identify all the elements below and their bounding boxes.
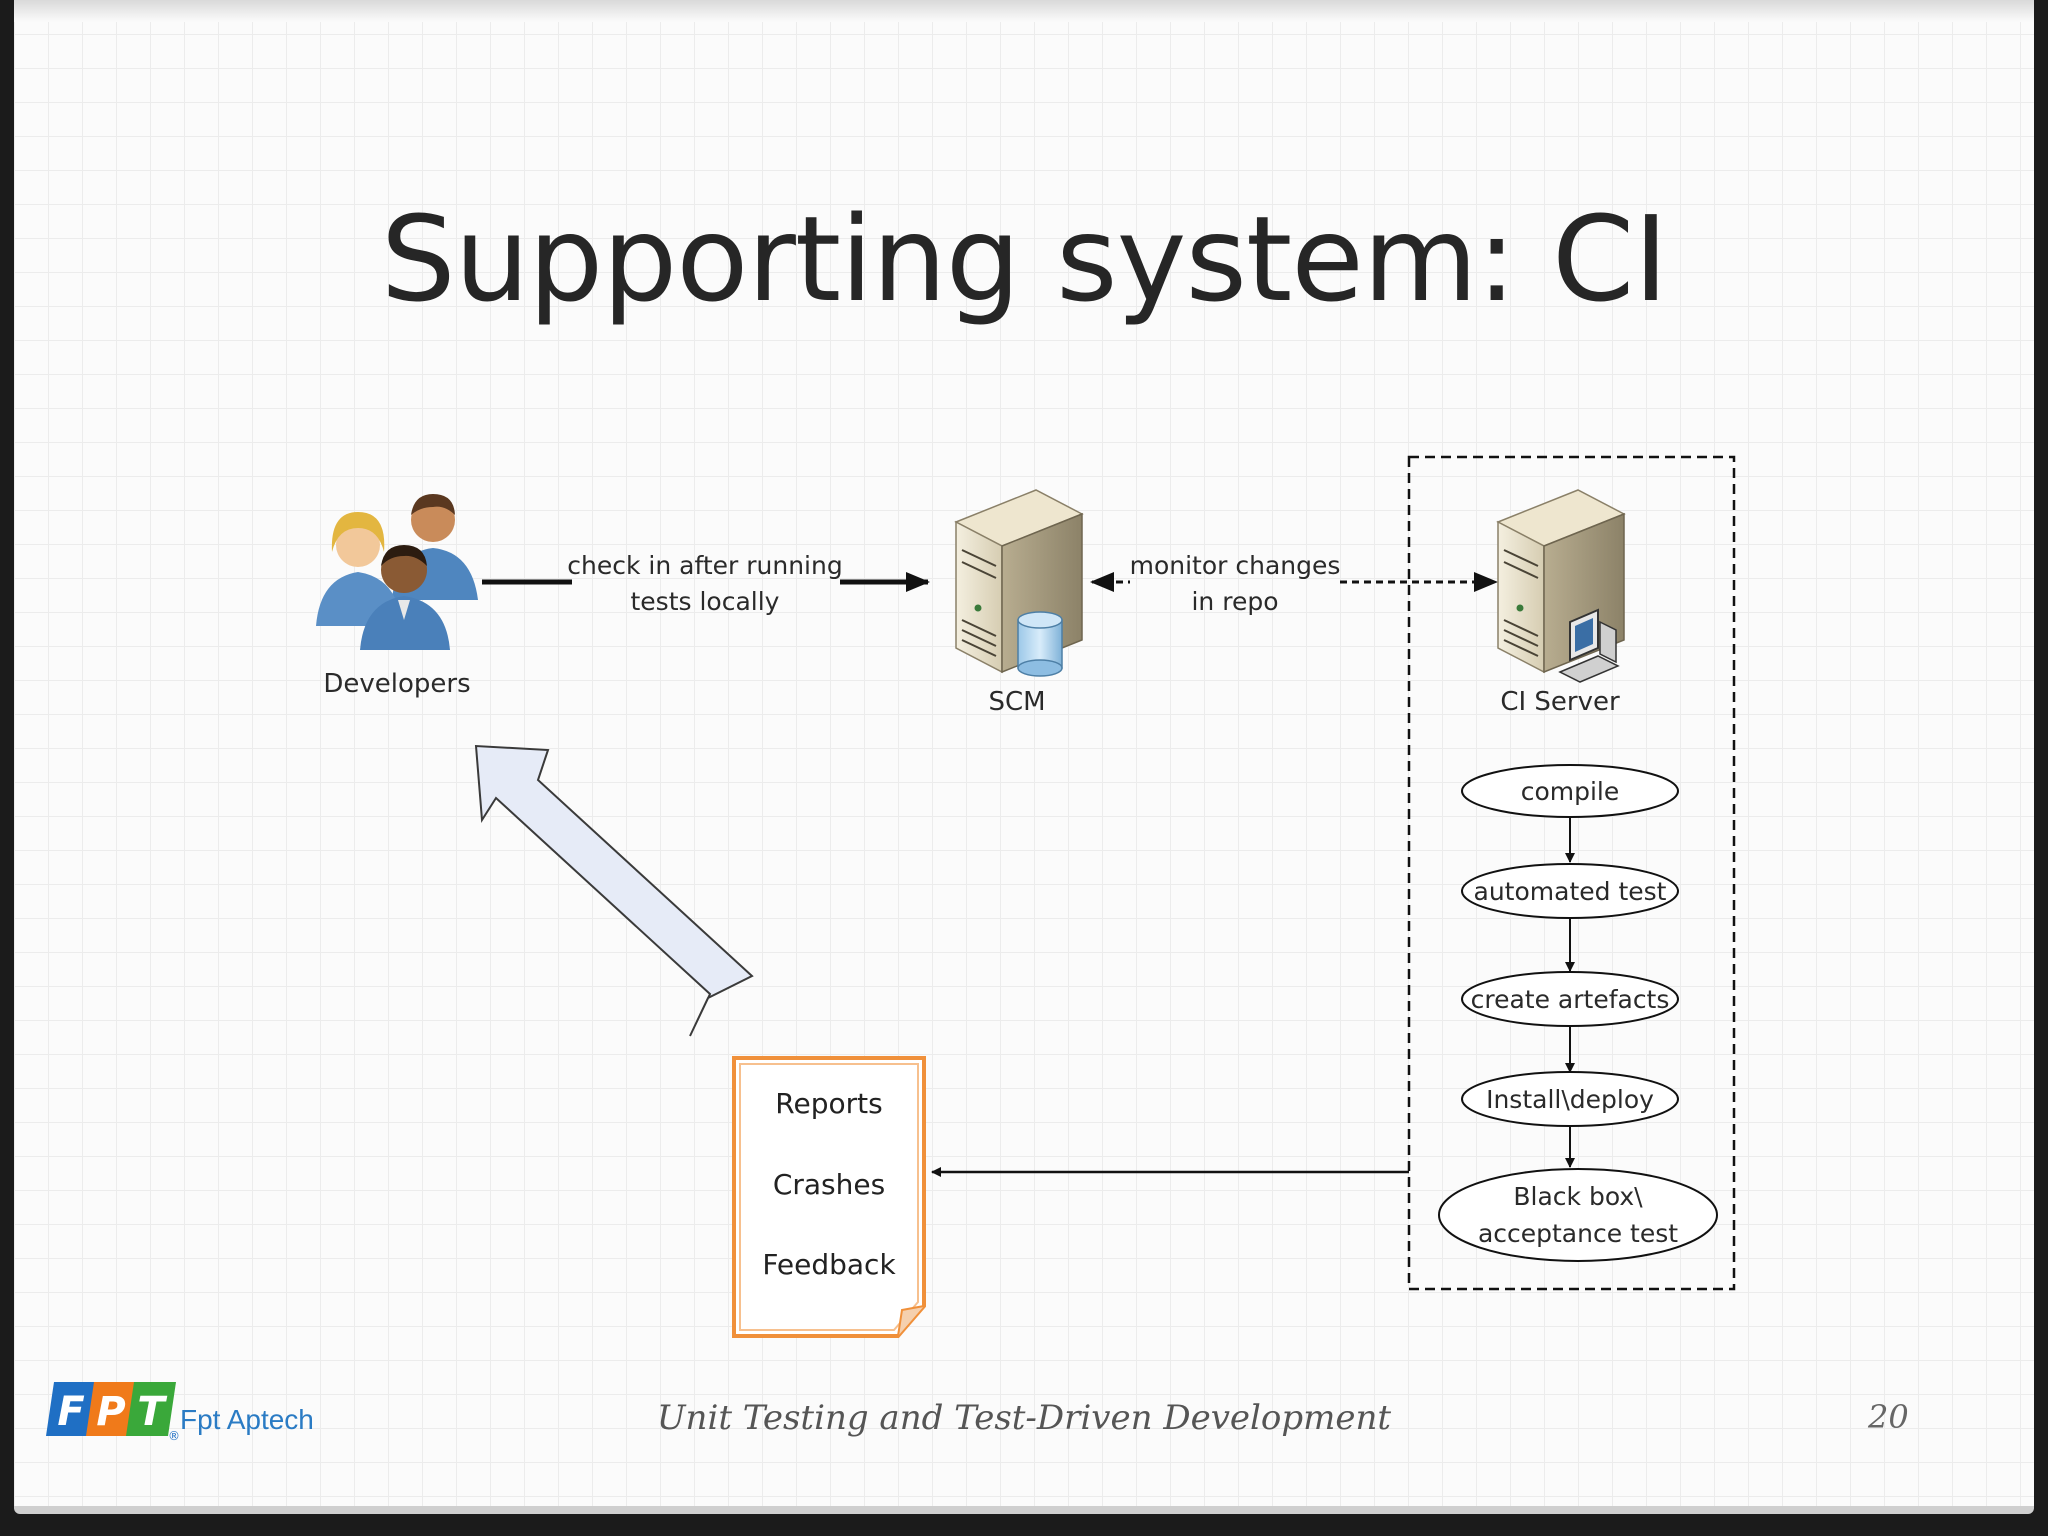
slide-footer: Unit Testing and Test-Driven Development	[656, 1398, 1392, 1438]
people-group-icon	[316, 494, 478, 650]
fpt-logo: F P T ®	[46, 1382, 180, 1443]
pipeline-label-compile: compile	[1521, 777, 1620, 806]
logo-text: Fpt Aptech	[180, 1404, 314, 1435]
logo-tile-t	[126, 1382, 176, 1436]
pipeline-label-acceptance-line1: Black box\	[1513, 1182, 1643, 1211]
logo-registered-mark: ®	[168, 1429, 180, 1443]
report-line-crashes: Crashes	[773, 1168, 885, 1201]
checkin-label-line1: check in after running	[567, 551, 842, 580]
slide-title: Supporting system: CI	[380, 190, 1669, 328]
monitor-label-line1: monitor changes	[1130, 551, 1341, 580]
pipeline-label-install-deploy: Install\deploy	[1486, 1085, 1654, 1114]
report-line-reports: Reports	[775, 1087, 882, 1120]
logo-letter-t: T	[137, 1389, 167, 1435]
server-computer-icon	[1496, 489, 1626, 683]
slide-top-shadow	[14, 0, 2034, 22]
logo-letter-f: F	[57, 1389, 84, 1435]
ci-server-boundary	[1407, 455, 1736, 1291]
logo-tile-p	[86, 1382, 136, 1436]
report-line-feedback: Feedback	[762, 1248, 896, 1281]
pipeline-label-automated-test: automated test	[1474, 877, 1667, 906]
slide-background	[14, 0, 2034, 1514]
checkin-label-line2: tests locally	[631, 587, 780, 616]
pipeline-label-acceptance-line2: acceptance test	[1478, 1219, 1678, 1248]
server-database-icon	[954, 489, 1084, 677]
page-number: 20	[1868, 1398, 1909, 1436]
monitor-label-line2: in repo	[1191, 587, 1278, 616]
pipeline-label-create-artefacts: create artefacts	[1471, 985, 1670, 1014]
pipeline-step-acceptance-test	[1438, 1168, 1718, 1262]
logo-tile-f	[46, 1382, 96, 1436]
logo-letter-p: P	[96, 1389, 125, 1435]
ci-server-label: CI Server	[1500, 687, 1620, 717]
feedback-big-arrow	[474, 744, 754, 1037]
developers-label: Developers	[323, 669, 470, 699]
scm-label: SCM	[988, 687, 1045, 717]
report-document-icon	[732, 1056, 926, 1338]
